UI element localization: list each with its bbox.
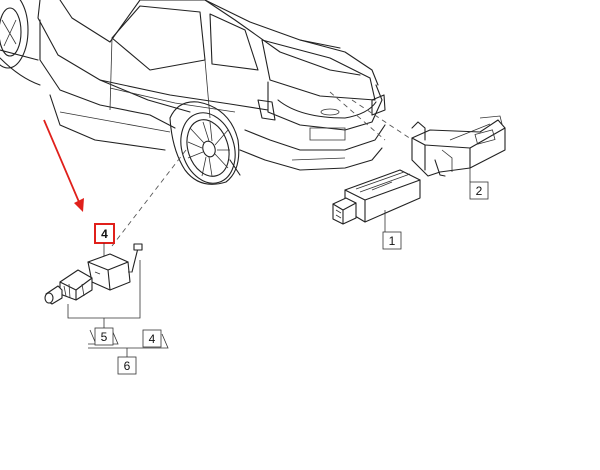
rear-wheel xyxy=(169,101,240,185)
callout-1-label: 1 xyxy=(389,234,396,248)
callout-4-highlighted: 4 xyxy=(94,223,115,244)
leader-line-antenna xyxy=(351,99,421,146)
tpms-sensor-assembly xyxy=(44,243,143,305)
part-2-bracket xyxy=(411,115,506,182)
front-wheel xyxy=(0,0,29,69)
callout-6-label: 6 xyxy=(124,359,131,373)
callout-1: 1 xyxy=(382,231,402,250)
callout-4-bracket: 4 xyxy=(142,329,162,348)
red-indicator-arrow xyxy=(43,119,84,212)
leader-line-control-unit xyxy=(329,91,386,141)
callout-5: 5 xyxy=(94,327,114,346)
callout-4-bracket-label: 4 xyxy=(149,332,156,346)
callout-2: 2 xyxy=(469,181,489,200)
callout-bracket-lines xyxy=(67,260,169,357)
callout-6: 6 xyxy=(117,356,137,375)
part-1-control-unit xyxy=(332,169,421,232)
callout-5-label: 5 xyxy=(101,330,108,344)
callout-4-highlighted-label: 4 xyxy=(101,227,108,241)
callout-2-label: 2 xyxy=(476,184,483,198)
leader-line-sensor xyxy=(111,149,187,247)
vehicle-outline xyxy=(0,0,386,185)
